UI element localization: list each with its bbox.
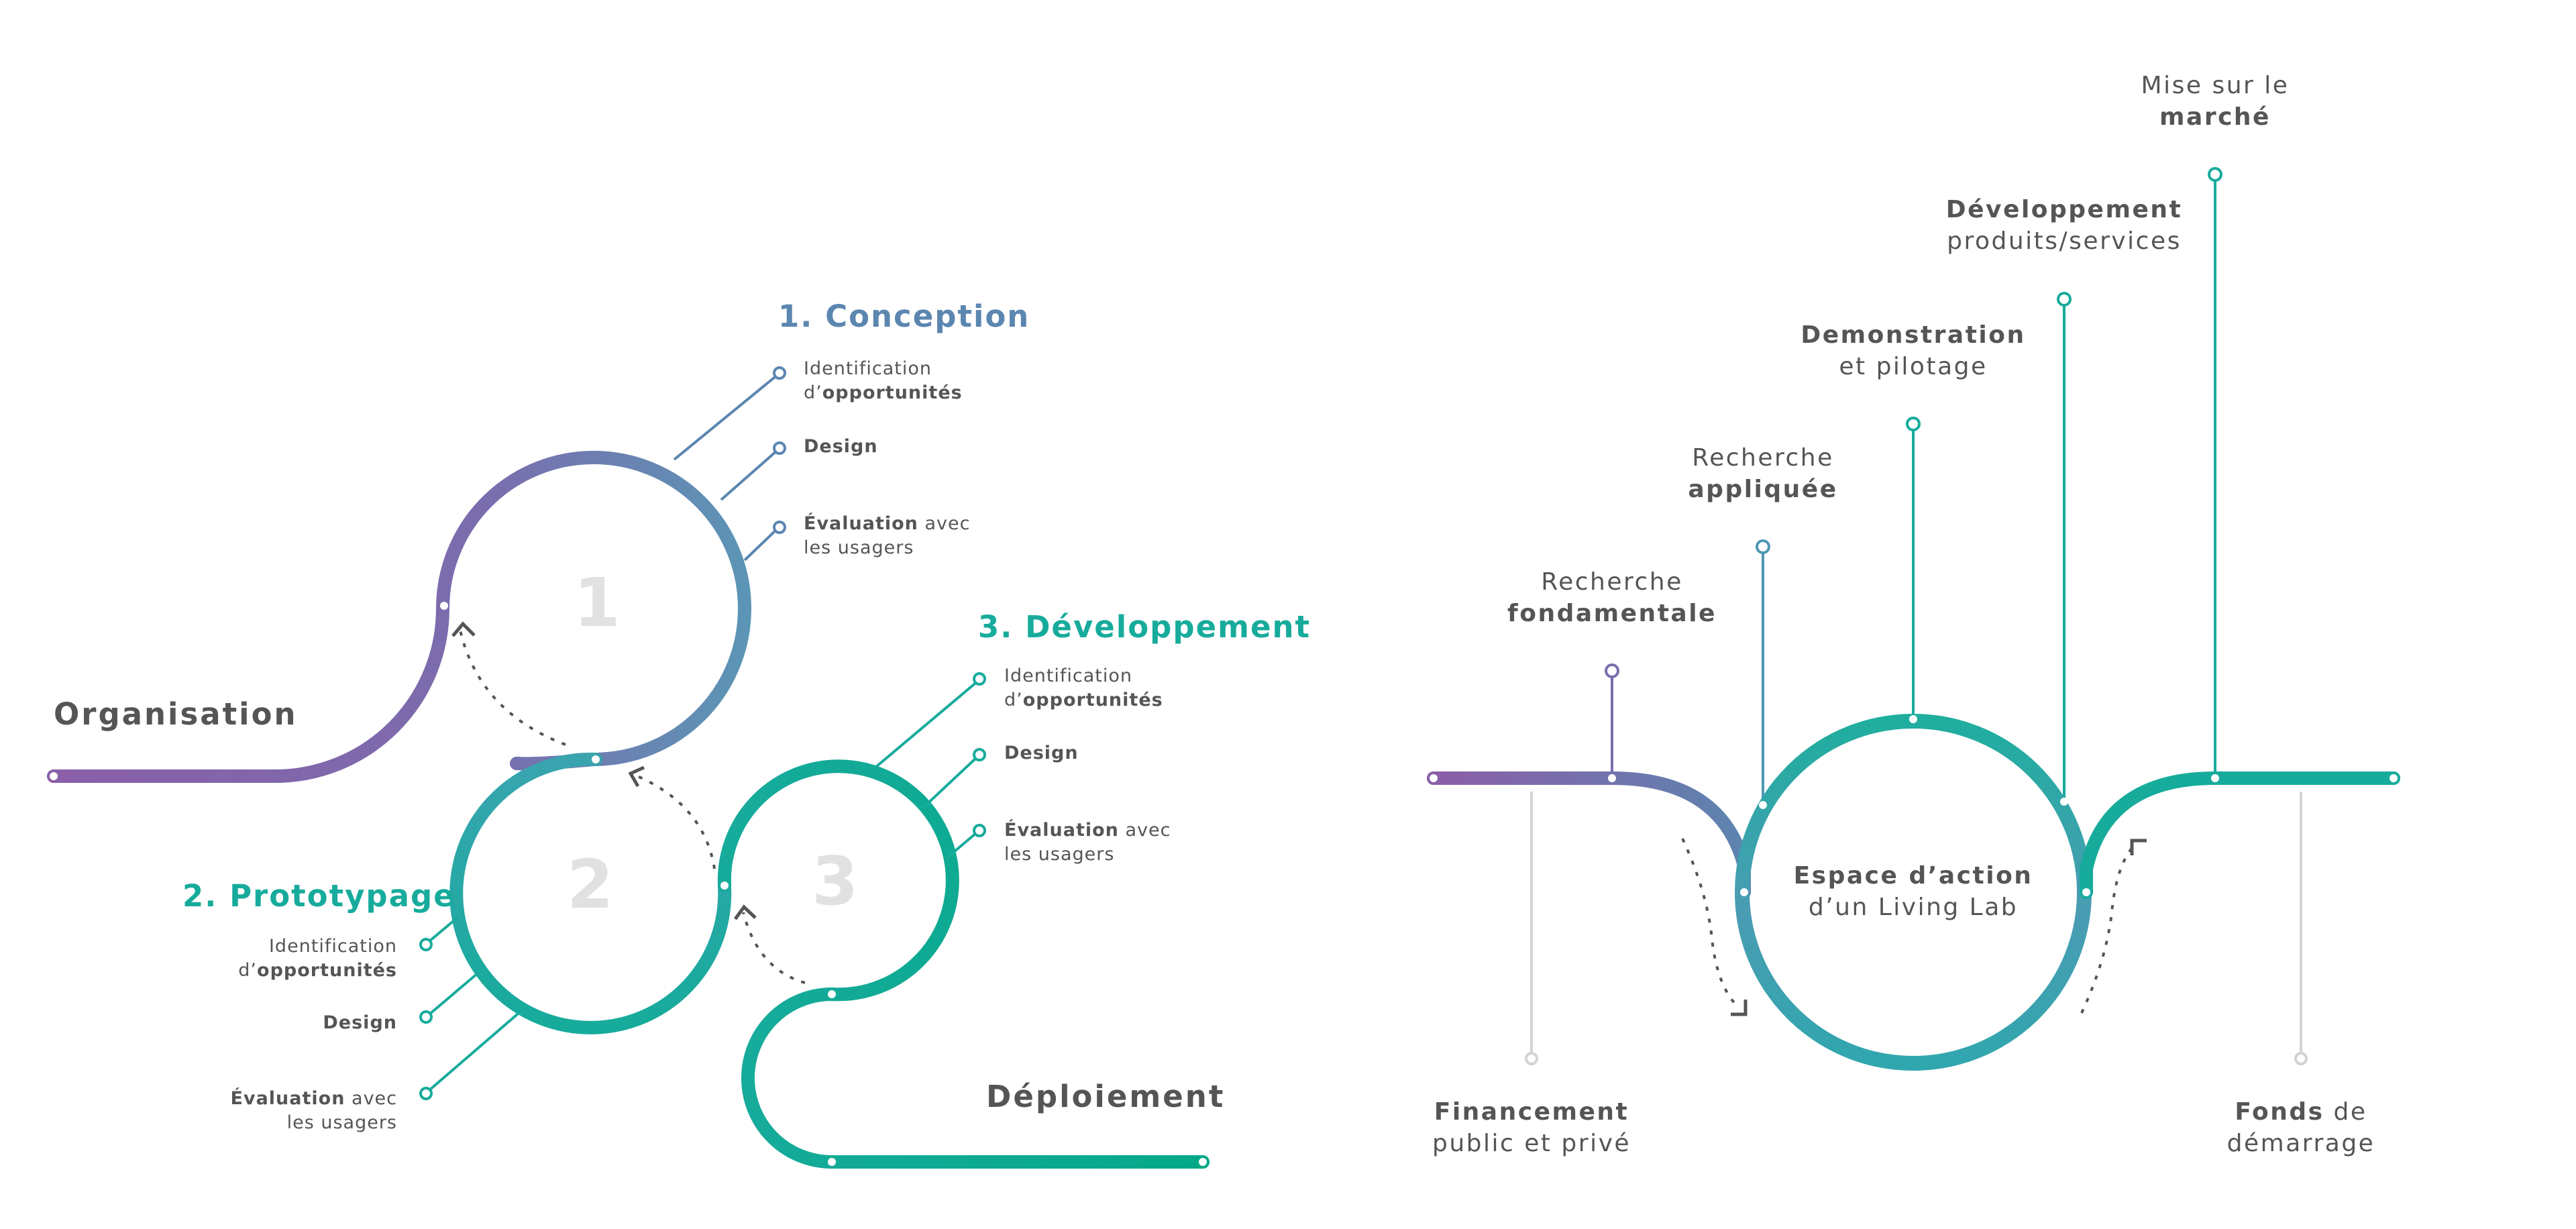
return-arrows-left [458, 627, 806, 984]
stage-title-conception: 1. Conception [778, 299, 1030, 334]
connector-dots-prototypage [419, 938, 433, 1100]
track-prototypage-circle [449, 752, 732, 1034]
prototypage-item-identification: Identification d’opportunités [238, 936, 397, 981]
milestone-connectors [1611, 180, 2216, 805]
deploiement-label: Déploiement [986, 1079, 1226, 1114]
conception-item-evaluation: Évaluation avec les usagers [804, 513, 971, 559]
arrowheads-right [1731, 839, 2147, 1016]
connectors-developpement [871, 680, 979, 860]
gray-connectors [1530, 792, 2302, 1053]
flow-arrows-right [1681, 838, 2135, 1014]
developpement-item-identification: Identification d’opportunités [1004, 665, 1163, 711]
track-nodes-right [1427, 715, 2400, 896]
track-organisation-conception [47, 451, 751, 783]
organisation-label: Organisation [54, 696, 298, 732]
stage-title-developpement: 3. Développement [978, 609, 1311, 645]
milestone-demonstration: Demonstration et pilotage [1801, 321, 2026, 380]
stage-number-3: 3 [812, 842, 859, 920]
track-right-entry [1427, 771, 1751, 899]
milestone-developpement-produits: Développement produits/services [1945, 196, 2183, 255]
milestone-mise-sur-le-marche: Mise sur le marché [2141, 72, 2290, 131]
financement-label: Financement public et privé [1432, 1098, 1631, 1157]
developpement-item-design: Design [1004, 743, 1079, 763]
milestone-dots [1605, 167, 2222, 678]
track-nodes-left [47, 602, 1210, 1169]
prototypage-item-evaluation: Évaluation avec les usagers [230, 1088, 397, 1134]
stage-title-prototypage: 2. Prototypage [182, 878, 455, 914]
living-lab-center-label: Espace d’action d’un Living Lab [1793, 862, 2033, 921]
track-right-exit [2080, 771, 2400, 899]
fonds-demarrage-label: Fonds de démarrage [2226, 1098, 2375, 1157]
gray-connector-dots [1525, 1052, 2308, 1065]
connectors-conception [673, 373, 780, 562]
conception-item-identification: Identification d’opportunités [804, 358, 963, 404]
stage-number-2: 2 [567, 845, 614, 924]
track-developpement-deploiement [717, 759, 1210, 1169]
connector-dots-conception [773, 366, 786, 534]
developpement-item-evaluation: Évaluation avec les usagers [1004, 820, 1171, 865]
prototypage-item-design: Design [323, 1012, 397, 1033]
connector-dots-developpement [973, 672, 986, 837]
connectors-prototypage [428, 916, 528, 1091]
stage-number-1: 1 [574, 564, 621, 642]
arrowheads-left [451, 621, 757, 920]
milestone-recherche-appliquee: Recherche appliquée [1688, 444, 1838, 503]
conception-item-design: Design [804, 436, 878, 457]
milestone-recherche-fondamentale: Recherche fondamentale [1507, 568, 1717, 627]
